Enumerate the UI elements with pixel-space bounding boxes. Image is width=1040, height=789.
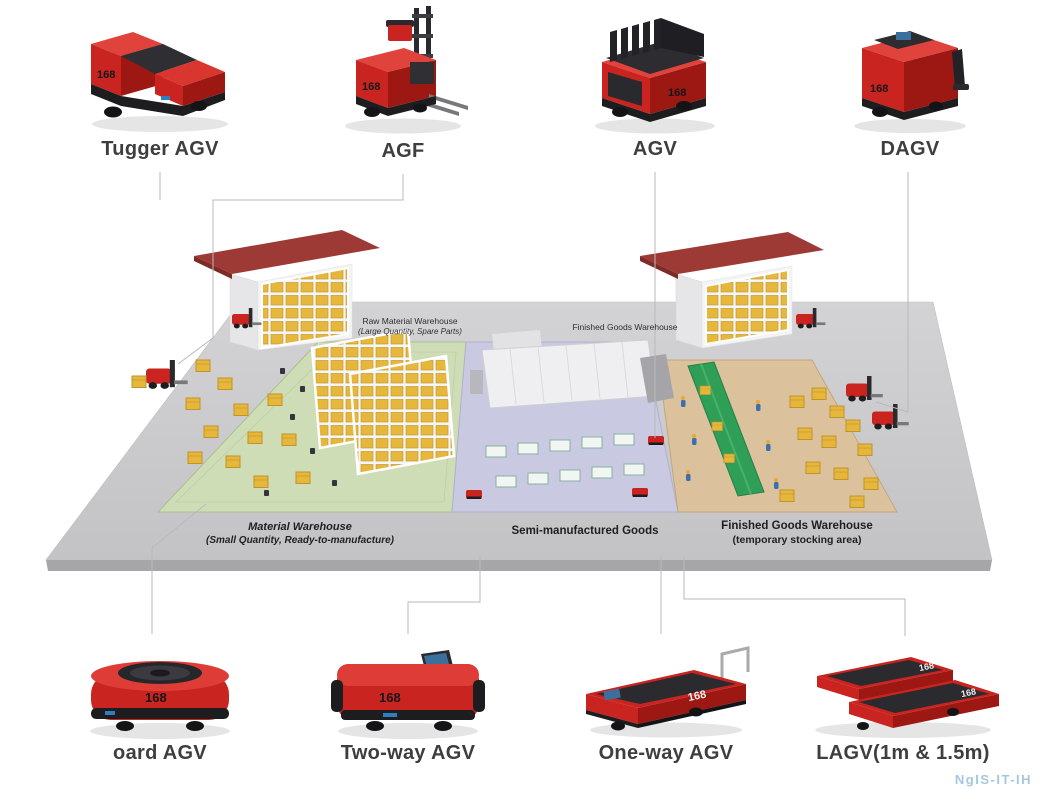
agf-label: AGF bbox=[381, 140, 425, 162]
oard-agv-image: 168 bbox=[90, 661, 230, 739]
agv-figure: 168 AGV bbox=[580, 14, 730, 161]
one-way-agv-figure: 168 One-way AGV bbox=[576, 642, 756, 765]
raw-material-warehouse-label: Raw Material Warehouse (Large Quantity, … bbox=[340, 316, 480, 337]
worktables bbox=[485, 433, 645, 488]
connector-agf bbox=[177, 174, 404, 365]
tugger-agv-label: Tugger AGV bbox=[101, 138, 219, 160]
finished-goods-temp-label-line2: (temporary stocking area) bbox=[732, 533, 862, 546]
agf-figure: 168 AGF bbox=[328, 2, 478, 163]
agv-image: 168 bbox=[595, 18, 715, 134]
connector-lagv bbox=[683, 556, 906, 636]
brand-logo: 168 bbox=[687, 689, 707, 705]
brand-logo: 168 bbox=[870, 83, 888, 95]
two-way-agv-figure: 168 Two-way AGV bbox=[323, 634, 493, 765]
connector-oard-agv bbox=[151, 503, 207, 634]
connector-two-way-agv bbox=[407, 556, 481, 634]
material-warehouse-label-line1: Material Warehouse bbox=[248, 521, 352, 533]
two-way-agv-image: 168 bbox=[331, 650, 485, 739]
raw-material-warehouse-label-line1: Raw Material Warehouse bbox=[362, 316, 458, 326]
floor-edge bbox=[46, 560, 992, 571]
semi-manufactured-label-line1: Semi-manufactured Goods bbox=[511, 525, 659, 537]
brand-logo: 168 bbox=[145, 690, 167, 705]
pallet-racks bbox=[310, 328, 456, 476]
conveyor-belt bbox=[687, 361, 765, 497]
brand-logo: 168 bbox=[918, 660, 935, 673]
dagv-image: 168 bbox=[854, 31, 969, 133]
dagv-figure: 168 DAGV bbox=[840, 12, 980, 161]
finished-goods-rear-label: Finished Goods Warehouse bbox=[558, 322, 692, 333]
one-way-agv-image: 168 bbox=[586, 646, 750, 738]
oard-agv-label: oard AGV bbox=[113, 742, 207, 764]
material-warehouse-label: Material Warehouse (Small Quantity, Read… bbox=[175, 520, 425, 547]
material-warehouse-label-line2: (Small Quantity, Ready-to-manufacture) bbox=[206, 535, 394, 547]
brand-logo: 168 bbox=[97, 69, 115, 81]
semi-manufactured-label: Semi-manufactured Goods bbox=[505, 524, 665, 539]
raw-material-warehouse-building bbox=[194, 230, 380, 351]
oard-agv-figure: 168 oard AGV bbox=[75, 636, 245, 765]
tugger-agv-image: 168 bbox=[91, 32, 228, 132]
finished-goods-warehouse-building bbox=[640, 232, 824, 349]
agf-image: 168 bbox=[345, 6, 468, 134]
lagv-figure: 168 168 LAGV(1m & 1.5m) bbox=[803, 640, 1003, 765]
lagv-label: LAGV(1m & 1.5m) bbox=[816, 742, 990, 764]
loose-pallets bbox=[185, 359, 337, 496]
dagv-label: DAGV bbox=[880, 138, 940, 160]
lagv-image: 168 168 bbox=[815, 657, 999, 738]
zone-material-grid bbox=[175, 351, 457, 503]
two-way-agv-label: Two-way AGV bbox=[340, 742, 476, 764]
watermark: NgIS-IT-IH bbox=[954, 772, 1032, 787]
brand-logo: 168 bbox=[668, 87, 686, 99]
finished-goods-temp-label: Finished Goods Warehouse (temporary stoc… bbox=[702, 519, 892, 548]
raw-material-warehouse-label-line2: (Large Quantity, Spare Parts) bbox=[358, 327, 462, 337]
production-line-machines bbox=[470, 330, 674, 409]
brand-logo: 168 bbox=[960, 686, 977, 699]
finished-goods-temp-label-line1: Finished Goods Warehouse bbox=[721, 520, 873, 532]
one-way-agv-label: One-way AGV bbox=[598, 742, 734, 764]
tugger-agv-figure: 168 Tugger AGV bbox=[75, 8, 245, 161]
connector-dagv bbox=[875, 172, 909, 413]
brand-logo: 168 bbox=[362, 81, 380, 93]
finished-goods-rear-label-line1: Finished Goods Warehouse bbox=[572, 322, 678, 332]
warehouse-floor-illustration bbox=[45, 230, 993, 571]
agv-label: AGV bbox=[632, 138, 678, 160]
brand-logo: 168 bbox=[379, 690, 401, 705]
